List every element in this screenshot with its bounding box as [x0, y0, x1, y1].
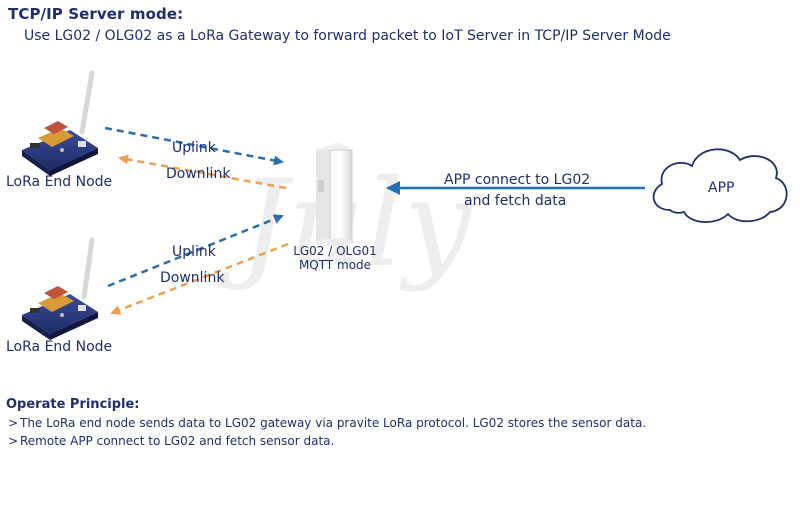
- principle-title: Operate Principle:: [6, 397, 140, 412]
- principle-item: >The LoRa end node sends data to LG02 ga…: [8, 414, 646, 432]
- bottom-end-node-label: LoRa End Node: [6, 339, 113, 355]
- gateway-label-line1: LG02 / OLG01: [293, 244, 377, 258]
- principle-list: >The LoRa end node sends data to LG02 ga…: [8, 414, 646, 450]
- cloud-app-label: APP: [708, 180, 735, 196]
- top-end-node-label: LoRa End Node: [6, 174, 113, 190]
- bullet-mark: >: [8, 434, 19, 448]
- app-connect-label-line2: and fetch data: [464, 193, 567, 209]
- principle-item-text: The LoRa end node sends data to LG02 gat…: [20, 416, 647, 430]
- top-uplink-label: Uplink: [172, 140, 216, 156]
- bottom-uplink-arrow: [107, 214, 284, 288]
- gateway-device-icon: [314, 142, 354, 246]
- gateway-label: LG02 / OLG01 MQTT mode: [280, 244, 390, 272]
- bottom-downlink-label: Downlink: [160, 270, 225, 286]
- principle-item-text: Remote APP connect to LG02 and fetch sen…: [20, 434, 335, 448]
- principle-item: >Remote APP connect to LG02 and fetch se…: [8, 432, 646, 450]
- top-downlink-arrow: [118, 154, 287, 190]
- bullet-mark: >: [8, 416, 19, 430]
- lora-end-node-board-icon: [22, 237, 98, 340]
- top-downlink-label: Downlink: [166, 166, 231, 182]
- lora-end-node-board-icon: [22, 70, 98, 176]
- top-uplink-arrow: [104, 126, 284, 166]
- page-title: TCP/IP Server mode:: [8, 5, 184, 23]
- cloud-icon: [652, 148, 788, 223]
- bottom-downlink-arrow: [110, 242, 289, 315]
- gateway-label-line2: MQTT mode: [298, 258, 372, 272]
- app-connect-label-line1: APP connect to LG02: [444, 172, 591, 188]
- bottom-uplink-label: Uplink: [172, 244, 216, 260]
- page-subtitle: Use LG02 / OLG02 as a LoRa Gateway to fo…: [24, 28, 671, 44]
